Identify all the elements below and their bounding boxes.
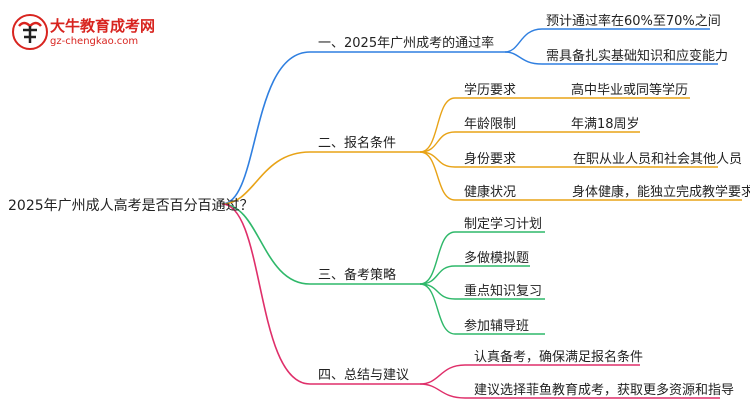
- branch1-label: 一、2025年广州成考的通过率: [318, 36, 495, 51]
- branch2-item4-label: 健康状况: [464, 185, 517, 200]
- connector-root-branch3: [221, 203, 420, 285]
- connector-branch2-item3: [419, 151, 540, 168]
- logo-url: gz-chengkao.com: [50, 36, 139, 47]
- site-logo: 大牛教育成考网 gz-chengkao.com: [10, 12, 170, 54]
- branch3-leaf4: 参加辅导班: [464, 319, 530, 334]
- branch2-item1-label: 学历要求: [464, 83, 517, 98]
- connector-branch3-leaf1: [419, 231, 545, 285]
- connector-branch1-leaf1: [504, 28, 710, 53]
- connector-branch4-leaf1: [419, 364, 640, 385]
- branch3-leaf2: 多做模拟题: [464, 251, 530, 266]
- connector-branch2-item2: [419, 131, 540, 153]
- logo-title: 大牛教育成考网: [50, 17, 156, 35]
- bull-logo-icon: [12, 14, 48, 50]
- connector-branch3-leaf2: [419, 265, 530, 285]
- connector-branch3-leaf4: [419, 283, 545, 335]
- branch4-leaf2: 建议选择菲鱼教育成考，获取更多资源和指导: [474, 383, 735, 398]
- branch3-label: 三、备考策略: [318, 268, 397, 283]
- branch1-leaf1: 预计通过率在60%至70%之间: [546, 14, 721, 29]
- branch3-leaf3: 重点知识复习: [464, 284, 543, 299]
- connector-branch2-item4: [419, 151, 540, 201]
- connector-root-branch1: [221, 51, 505, 205]
- branch3-leaf1: 制定学习计划: [464, 217, 543, 232]
- branch4-label: 四、总结与建议: [318, 368, 410, 383]
- branch2-item2-value: 年满18周岁: [571, 117, 640, 132]
- branch2-item4-value: 身体健康，能独立完成教学要求: [572, 185, 750, 200]
- connector-branch4-leaf2: [419, 383, 720, 399]
- branch2-item2-label: 年龄限制: [464, 117, 517, 132]
- root-node: 2025年广州成人高考是否百分百通过？: [8, 198, 254, 214]
- connector-root-branch4: [221, 203, 420, 385]
- connector-branch3-leaf3: [419, 283, 545, 300]
- branch4-leaf1: 认真备考，确保满足报名条件: [474, 350, 644, 365]
- connector-branch2-item1: [419, 97, 540, 153]
- connector-branch1-leaf2: [504, 51, 718, 65]
- branch2-label: 二、报名条件: [318, 136, 397, 151]
- branch2-item3-label: 身份要求: [464, 152, 517, 167]
- connector-root-branch2: [221, 151, 420, 205]
- branch1-leaf2: 需具备扎实基础知识和应变能力: [546, 49, 729, 64]
- branch2-item3-value: 在职从业人员和社会其他人员: [573, 152, 743, 167]
- branch2-item1-value: 高中毕业或同等学历: [571, 83, 689, 98]
